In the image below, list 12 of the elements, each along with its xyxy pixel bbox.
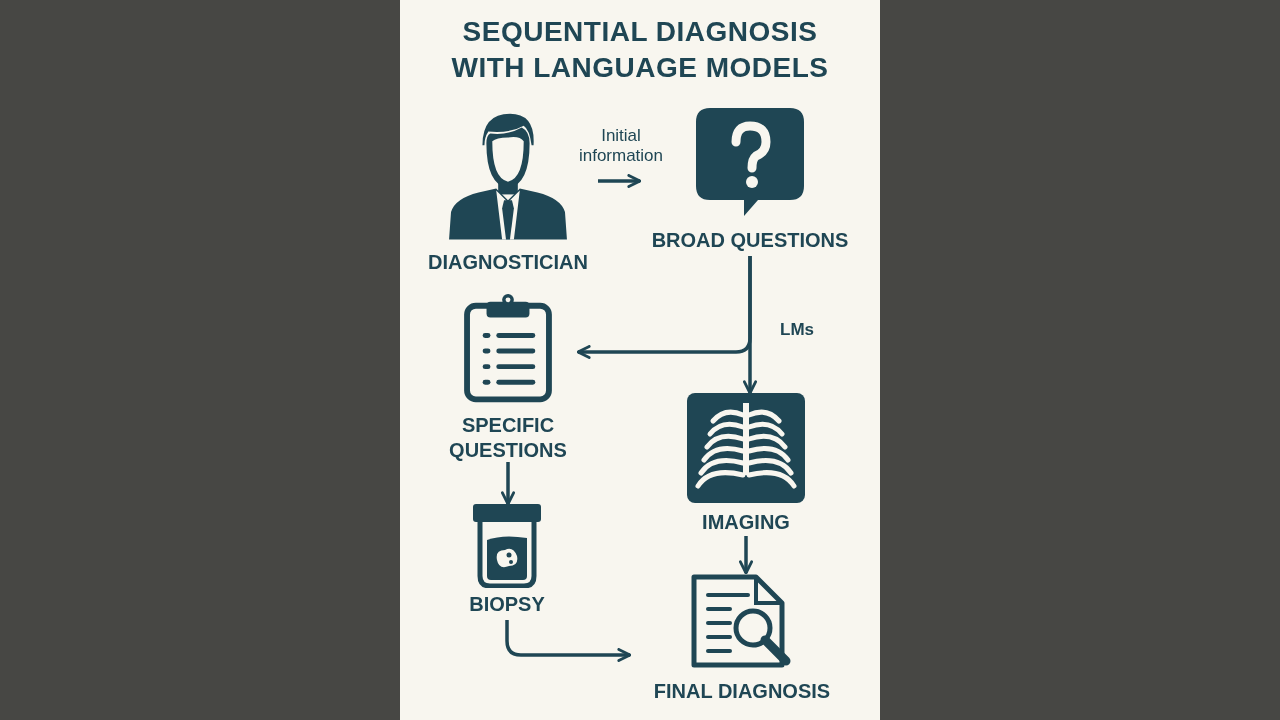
- node-label: DIAGNOSTICIAN: [427, 249, 589, 274]
- node-label: IMAGING: [701, 510, 791, 535]
- title: SEQUENTIAL DIAGNOSIS WITH LANGUAGE MODELS: [450, 15, 830, 85]
- arrow: [505, 620, 632, 662]
- arrow: [501, 462, 515, 506]
- node-label: BROAD QUESTIONS: [650, 228, 850, 253]
- arrow: [739, 536, 753, 575]
- node-label: BIOPSY: [468, 592, 546, 617]
- node-label: FINAL DIAGNOSIS: [652, 679, 832, 704]
- arrow: [743, 256, 757, 395]
- node-label: SPECIFIC QUESTIONS: [448, 413, 568, 462]
- arrow: [598, 174, 642, 188]
